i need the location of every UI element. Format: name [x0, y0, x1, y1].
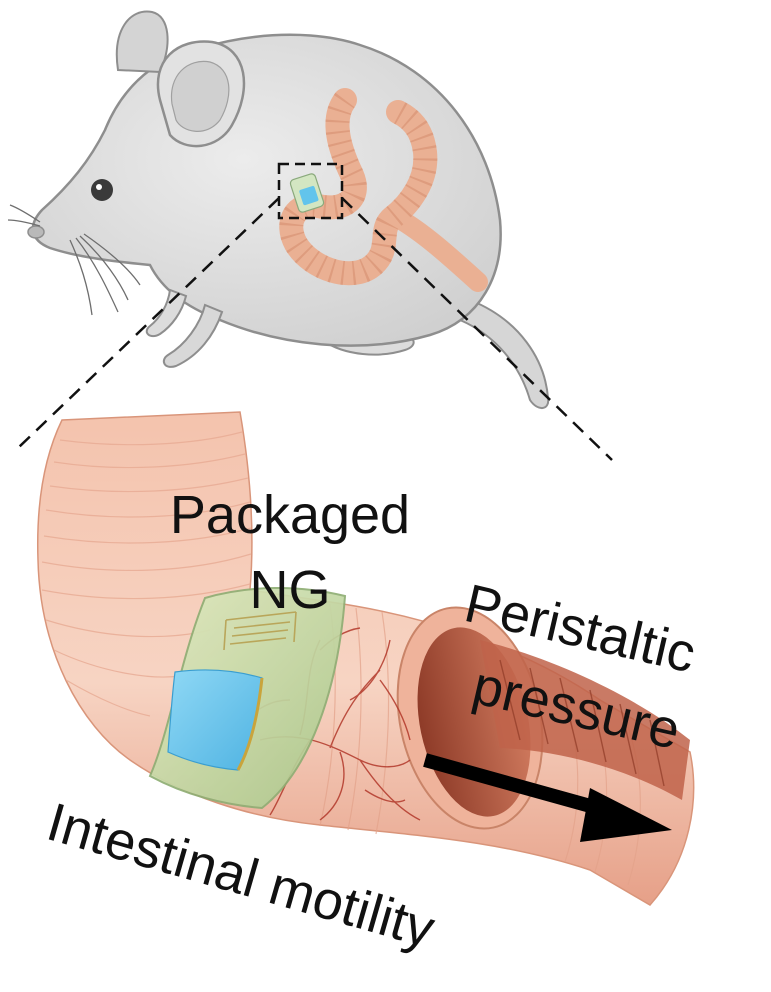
- mouse-nose: [27, 225, 45, 239]
- mouse-front-leg-2: [162, 303, 224, 368]
- mouse-front-leg: [145, 288, 188, 338]
- zoom-line-right: [341, 197, 613, 461]
- mouse-device-electrode: [299, 185, 319, 206]
- mouse-whiskers: [7, 204, 141, 316]
- mouse-inner-ear: [170, 60, 230, 132]
- device-electrode-pattern: [223, 611, 297, 651]
- zoom-box: [277, 162, 344, 220]
- mouse-back-ear: [115, 10, 169, 74]
- arrow-shaft: [423, 753, 614, 819]
- mouse-intestine-tail: [388, 208, 488, 292]
- packaged-ng-device: [148, 587, 347, 810]
- mouse: [7, 10, 550, 409]
- label-ng: NG: [250, 560, 331, 620]
- intestine-rings: [41, 431, 252, 717]
- label-packaged: Packaged: [170, 485, 410, 545]
- device-gold-strip: [236, 677, 264, 771]
- peristaltic-arrow: [423, 753, 672, 842]
- intestine-cutaway-folds: [499, 659, 665, 787]
- mouse-eye: [91, 179, 113, 201]
- mouse-intestine-segments: [279, 92, 438, 286]
- mouse-tail: [458, 298, 550, 409]
- mouse-eye-highlight: [96, 184, 102, 190]
- zoom-line-left: [17, 197, 280, 449]
- arrow-head: [580, 788, 672, 842]
